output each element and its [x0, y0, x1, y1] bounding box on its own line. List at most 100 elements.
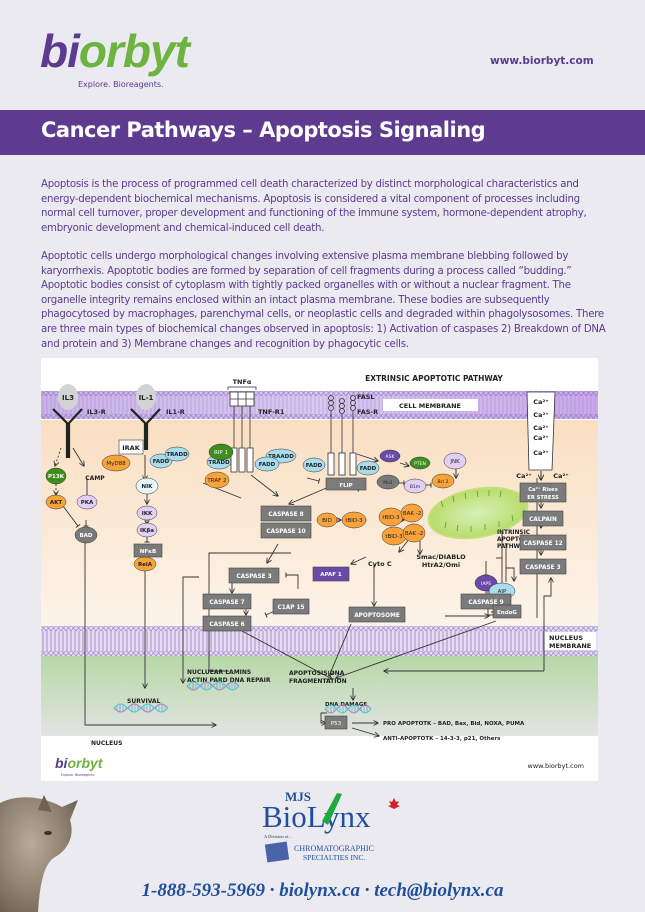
il3r-label: IL3-R	[87, 408, 106, 416]
node-bid: BID	[316, 512, 338, 528]
maple-leaf-icon	[388, 798, 400, 809]
parent-company-line-2: SPECIALTIES INC.	[303, 853, 365, 862]
svg-text:NIK: NIK	[142, 484, 154, 490]
svg-text:CASPASE 7: CASPASE 7	[209, 600, 244, 606]
lynx-y-stroke	[322, 793, 342, 825]
node-pten: PTEN	[409, 456, 431, 470]
svg-text:CASPASE 9: CASPASE 9	[468, 600, 503, 606]
node-ikba: IKβa	[136, 522, 158, 538]
node-p13k: P13K	[45, 467, 67, 485]
box-caspase7: CASPASE 7	[202, 593, 252, 610]
nucleus-region	[41, 656, 598, 736]
svg-text:TRAADD: TRAADD	[268, 454, 294, 460]
survival-label: SURVIVAL	[127, 698, 161, 705]
node-bad: BAD	[74, 526, 98, 544]
intrinsic-pathway-label-3: PATHWAY	[497, 544, 529, 550]
node-jnk: JNK	[443, 452, 467, 470]
il3-receptor: IL3 IL3-R	[52, 384, 106, 458]
svg-text:B1m: B1m	[410, 484, 420, 490]
dna-helix-icon	[113, 703, 169, 713]
svg-text:CASPASE 10: CASPASE 10	[266, 529, 305, 535]
node-mst1: Ma1	[376, 474, 400, 490]
svg-text:JNK: JNK	[449, 459, 460, 465]
svg-text:PTEN: PTEN	[414, 461, 426, 467]
svg-text:IAPS: IAPS	[481, 581, 491, 587]
node-ikk: IKK	[136, 505, 158, 521]
node-tbid: tBID-3	[341, 511, 367, 529]
box-caspase8: CASPASE 8	[260, 505, 312, 522]
camp-label: CAMP	[85, 475, 105, 482]
node-myd88: MyD88	[101, 454, 131, 472]
biolynx-wordmark: BioLynx	[262, 799, 371, 834]
footer-logo-tagline: Explore. Bioreagents.	[61, 773, 95, 777]
smac-label: Smac/DIABLO	[416, 553, 466, 561]
node-ask: ASK	[379, 449, 401, 463]
cell-membrane-label: CELL MEMBRANE	[399, 402, 461, 410]
lamins-label-1: NUCLUEAR LAMINS	[187, 669, 251, 676]
svg-text:EndoG: EndoG	[497, 610, 517, 616]
svg-text:FADD: FADD	[259, 462, 276, 468]
node-fadd-4: FADD	[356, 460, 380, 476]
logo-wordmark: biorbyt	[40, 25, 190, 77]
box-flip: FLIP	[325, 477, 367, 491]
il1-ligand	[136, 384, 156, 410]
svg-text:BAK -2: BAK -2	[405, 531, 423, 537]
cell-membrane: CELL MEMBRANE	[41, 391, 598, 419]
svg-text:Bcl 2: Bcl 2	[437, 479, 448, 485]
svg-text:Ca²⁺ Rises: Ca²⁺ Rises	[528, 487, 558, 493]
biorbyt-logo[interactable]: biorbyt Explore. Bioreagents.	[40, 25, 190, 89]
svg-text:MyD88: MyD88	[106, 461, 126, 467]
svg-text:BAD: BAD	[79, 533, 92, 539]
logo-tagline: Explore. Bioreagents.	[78, 80, 164, 89]
svg-text:FADD: FADD	[360, 466, 377, 472]
box-caspase12: CASPASE 12	[519, 534, 567, 551]
node-nik: NIK	[135, 477, 159, 495]
svg-text:RelA: RelA	[138, 562, 153, 568]
node-fadd-3: FADD	[302, 457, 326, 473]
svg-text:TRADD: TRADD	[166, 452, 188, 458]
box-p53: P53	[324, 715, 348, 730]
svg-text:PKA: PKA	[81, 500, 94, 506]
node-tradd-1: TRADD	[164, 446, 190, 462]
svg-text:BAK -2: BAK -2	[403, 511, 421, 517]
svg-text:NFκB: NFκB	[140, 549, 156, 555]
nucleus-membrane: NUCLEUS MEMBRANE	[41, 626, 598, 656]
node-bak-b: BAK -2	[402, 523, 426, 543]
svg-text:P53: P53	[331, 721, 342, 727]
svg-text:Ca²⁺: Ca²⁺	[533, 449, 548, 457]
svg-text:FADD: FADD	[306, 463, 323, 469]
svg-text:TRAF 2: TRAF 2	[206, 478, 226, 484]
panel-footer: biorbyt Explore. Bioreagents. www.biorby…	[55, 755, 584, 777]
box-caspase6: CASPASE 6	[202, 615, 252, 632]
svg-text:IKK: IKK	[142, 511, 153, 517]
calcium-channel: Ca²⁺ Ca²⁺ Ca²⁺ Ca²⁺ Ca²⁺ Ca²⁺ Ca²⁺	[516, 391, 569, 480]
title-banner: Cancer Pathways – Apoptosis Signaling	[0, 110, 645, 155]
fasl-label: FASL	[357, 393, 375, 401]
svg-text:C1AP 15: C1AP 15	[277, 605, 304, 611]
box-caspase3: CASPASE 3	[228, 567, 280, 584]
footer-website[interactable]: www.biorbyt.com	[528, 762, 584, 770]
svg-text:ASK: ASK	[386, 454, 396, 460]
node-b1m: B1m	[403, 478, 427, 494]
node-akt: AKT	[45, 494, 67, 510]
svg-text:CASPASE 8: CASPASE 8	[268, 512, 303, 518]
svg-text:IL-1: IL-1	[139, 394, 154, 402]
node-tbid-b: tBID-3	[381, 526, 407, 546]
htra2-label: HtrA2/Omi	[422, 561, 460, 569]
contact-line[interactable]: 1-888-593-5969 · biolynx.ca · tech@bioly…	[141, 880, 504, 901]
diagram-title: EXTRINSIC APOPTOTIC PATHWAY	[365, 374, 503, 383]
svg-text:CASPASE 12: CASPASE 12	[523, 541, 562, 547]
svg-text:APOPTOSOME: APOPTOSOME	[354, 613, 400, 619]
svg-text:Ca²⁺: Ca²⁺	[516, 472, 531, 480]
box-apoptosome: APOPTOSOME	[348, 606, 406, 623]
intro-paragraph-1: Apoptosis is the process of programmed c…	[41, 179, 587, 234]
website-link[interactable]: www.biorbyt.com	[490, 55, 594, 67]
anti-apoptotic-label: ANTI-APOPTOTK – 14-3-3, p21, Others	[383, 736, 501, 742]
nucleus-label: NUCLEUS	[91, 740, 122, 747]
svg-text:Ca²⁺: Ca²⁺	[533, 398, 548, 406]
biolynx-mjs: MJS	[285, 789, 311, 804]
box-endog: EndoG	[492, 604, 522, 619]
svg-text:CASPASE 3: CASPASE 3	[525, 565, 560, 571]
biolynx-logo: MJS BioLynx A Division of... CHROMATOGRA…	[262, 789, 400, 863]
